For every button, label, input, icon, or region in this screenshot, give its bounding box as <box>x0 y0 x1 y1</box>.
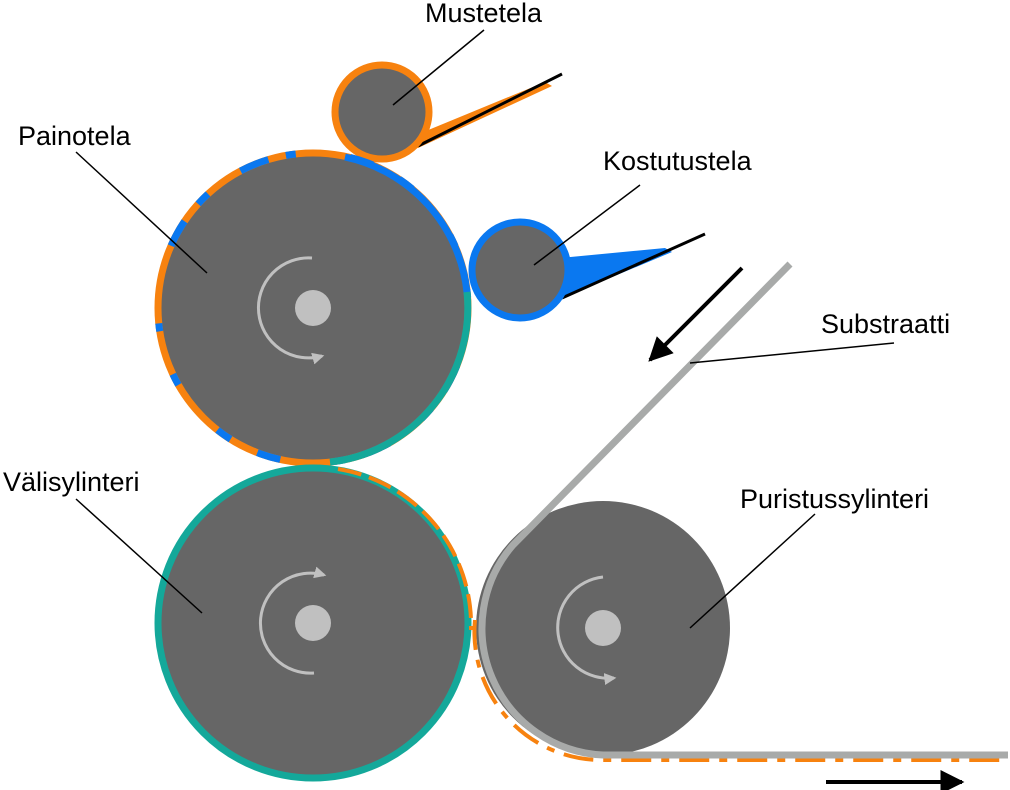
dampening-fountain <box>560 232 706 300</box>
leader-lines <box>75 29 895 629</box>
substrate-sheet <box>472 261 1008 763</box>
leader-dampening-roller <box>533 184 641 266</box>
blanket-cylinder-ink-image <box>337 467 474 631</box>
label-plate-cylinder: Painotela <box>18 121 132 151</box>
substrate-feed-direction-arrow <box>648 266 744 362</box>
ink-fountain <box>404 72 563 148</box>
label-ink-roller: Mustetela <box>425 0 543 28</box>
dampening-roller <box>468 218 572 322</box>
leader-substrate <box>689 342 895 364</box>
leader-blanket-cylinder <box>75 498 203 614</box>
impression-cylinder-rotation-arrow <box>556 575 617 685</box>
ink-roller <box>331 61 433 163</box>
label-dampening-roller: Kostutustela <box>603 146 753 176</box>
plate-cylinder-water-arc <box>344 153 471 293</box>
leader-ink-roller <box>392 29 485 106</box>
blanket-cylinder-hub <box>295 605 331 641</box>
plate-cylinder-blanket-contact <box>329 291 472 466</box>
leader-impression-cylinder <box>689 513 816 629</box>
leader-plate-cylinder <box>75 151 208 274</box>
plate-cylinder <box>154 149 472 467</box>
impression-cylinder <box>476 501 730 755</box>
ink-fountain-blade <box>417 72 563 148</box>
label-impression-cylinder: Puristussylinteri <box>740 484 929 514</box>
impression-cylinder-hub <box>585 610 621 646</box>
plate-cylinder-rotation-arrow <box>256 256 325 365</box>
blanket-cylinder <box>154 464 474 782</box>
label-substrate: Substraatti <box>821 309 950 339</box>
substrate-path <box>478 261 1008 759</box>
dampening-fountain-blade <box>561 232 706 300</box>
substrate-printed-image <box>472 619 1008 763</box>
label-blanket-cylinder: Välisylinteri <box>3 467 140 497</box>
plate-cylinder-hub <box>295 290 331 326</box>
blanket-cylinder-rotation-arrow <box>258 566 327 675</box>
